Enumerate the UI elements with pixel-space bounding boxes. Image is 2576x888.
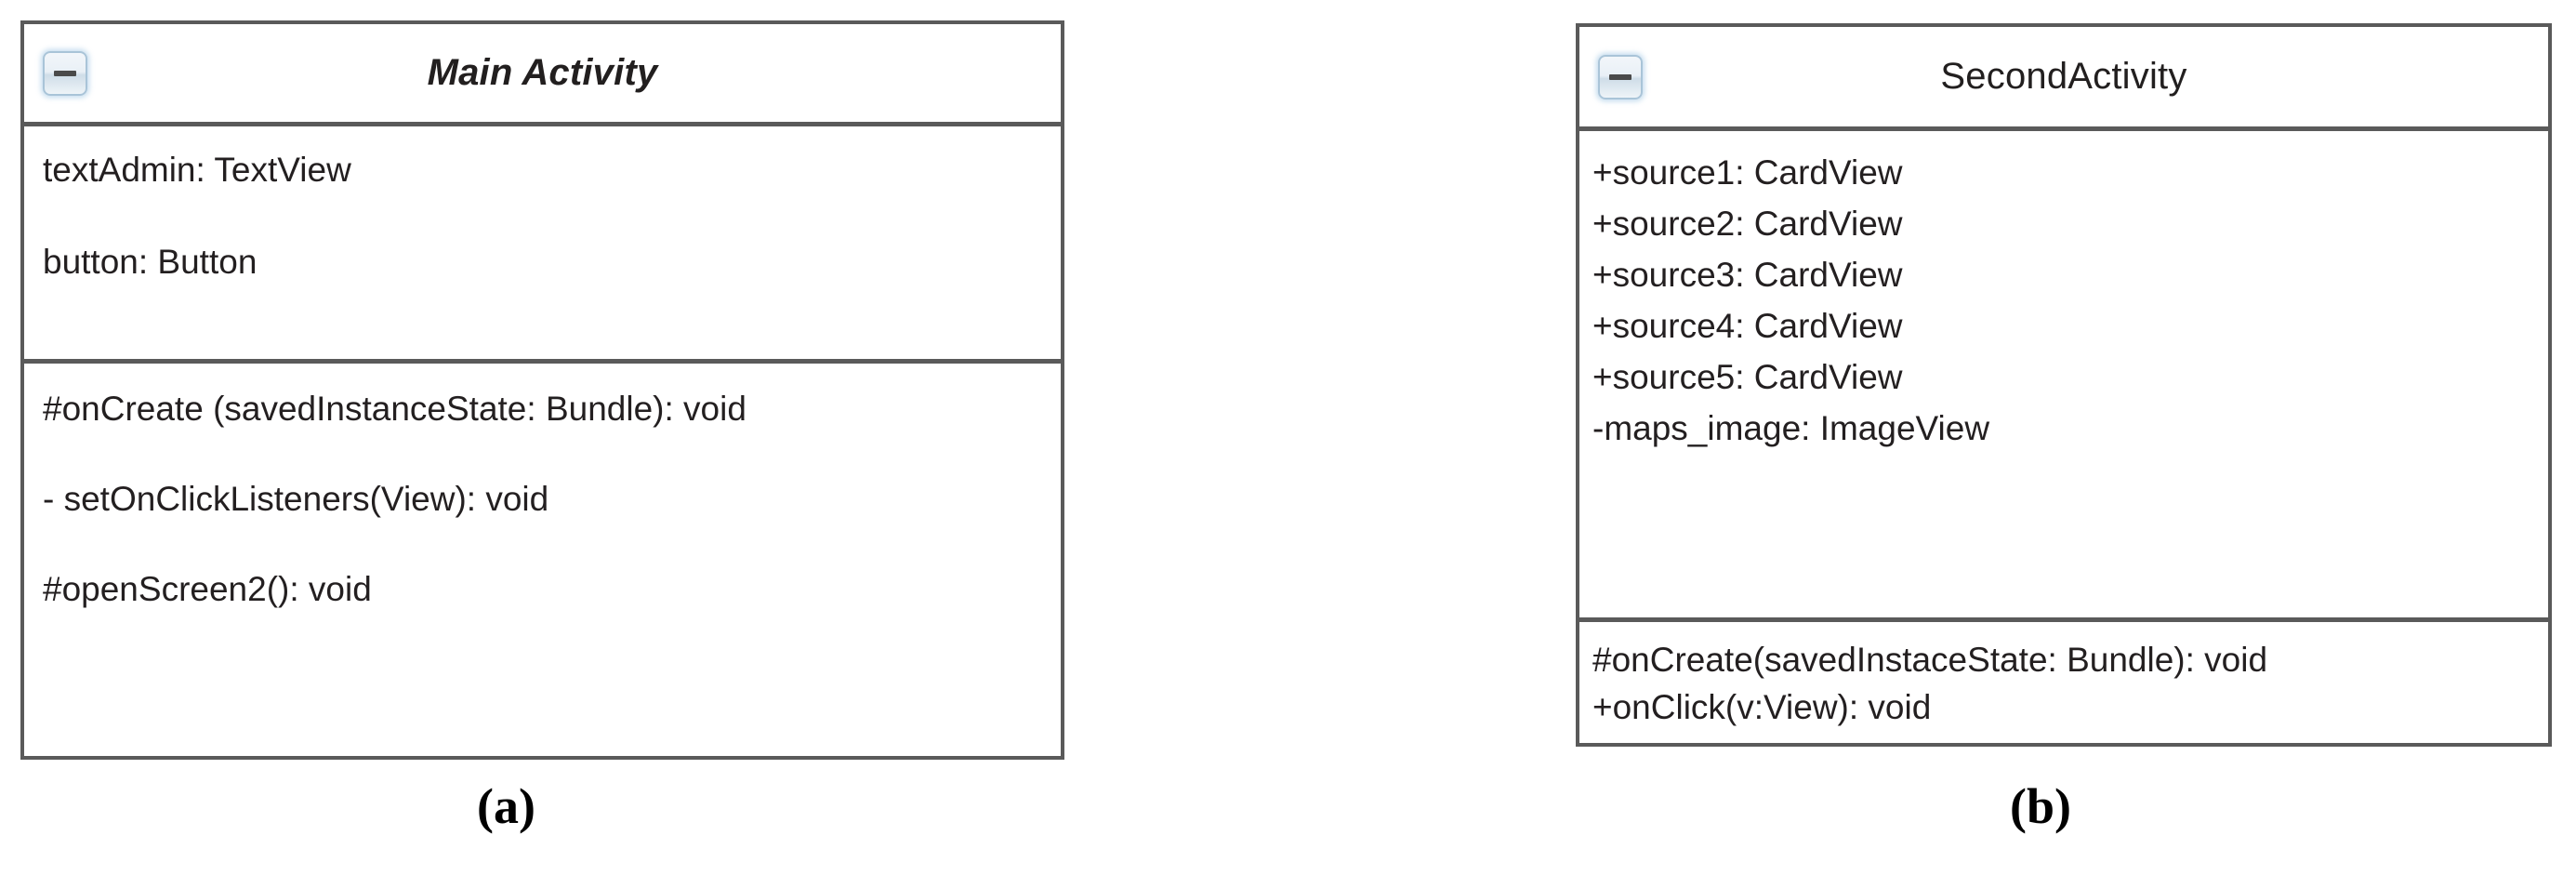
- uml-attribute-row: +source5: CardView: [1592, 358, 1903, 396]
- subfigure-caption-a: (a): [477, 778, 535, 834]
- uml-attribute-row: -maps_image: ImageView: [1592, 409, 1990, 447]
- uml-operation-row: - setOnClickListeners(View): void: [43, 480, 549, 518]
- uml-class-name-main-activity: Main Activity: [427, 52, 658, 93]
- uml-attribute-row: textAdmin: TextView: [43, 151, 351, 189]
- uml-operations-compartment-second-activity: #onCreate(savedInstaceState: Bundle): vo…: [1579, 622, 2548, 743]
- uml-operation-row: +onClick(v:View): void: [1592, 688, 1932, 726]
- uml-operation-row: #openScreen2(): void: [43, 570, 372, 608]
- uml-class-box-main-activity[interactable]: Main Activity textAdmin: TextView button…: [20, 20, 1064, 760]
- uml-operation-row: #onCreate(savedInstaceState: Bundle): vo…: [1592, 641, 2268, 679]
- uml-operations-compartment-main-activity: #onCreate (savedInstanceState: Bundle): …: [24, 364, 1061, 756]
- minus-bar-glyph: [1609, 73, 1631, 80]
- uml-class-header-main-activity: Main Activity: [24, 24, 1061, 126]
- subfigure-caption-b: (b): [2010, 778, 2071, 834]
- uml-attribute-row: +source2: CardView: [1592, 205, 1903, 243]
- uml-attributes-compartment-main-activity: textAdmin: TextView button: Button: [24, 126, 1061, 364]
- uml-operation-row: #onCreate (savedInstanceState: Bundle): …: [43, 390, 746, 428]
- uml-attribute-row: button: Button: [43, 243, 258, 281]
- uml-class-name-second-activity: SecondActivity: [1940, 56, 2187, 97]
- uml-class-box-second-activity[interactable]: SecondActivity +source1: CardView +sourc…: [1576, 23, 2552, 747]
- uml-attribute-row: +source1: CardView: [1592, 153, 1903, 192]
- minus-collapse-icon[interactable]: [1598, 54, 1643, 99]
- uml-class-header-second-activity: SecondActivity: [1579, 27, 2548, 131]
- minus-bar-glyph: [54, 70, 76, 76]
- minus-collapse-icon[interactable]: [43, 50, 87, 96]
- uml-attribute-row: +source3: CardView: [1592, 256, 1903, 294]
- uml-attribute-row: +source4: CardView: [1592, 307, 1903, 345]
- uml-attributes-compartment-second-activity: +source1: CardView +source2: CardView +s…: [1579, 131, 2548, 622]
